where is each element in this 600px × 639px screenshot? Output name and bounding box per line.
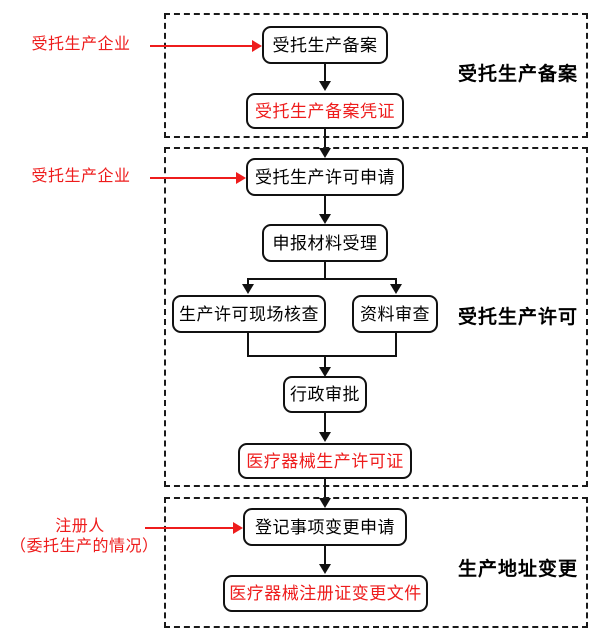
connector-n7-n8-arrowhead	[319, 432, 331, 442]
actor-2-arrowhead	[236, 172, 246, 184]
node-registration-change-document[interactable]: 医疗器械注册证变更文件	[223, 575, 428, 612]
connector-split-right-drop	[395, 278, 397, 286]
connector-n3-n4-arrowhead	[319, 214, 331, 224]
actor-1-arrow-line	[150, 45, 254, 47]
connector-n2-n3-arrowhead	[319, 148, 331, 158]
connector-merge-right-drop	[395, 333, 397, 356]
actor-3-line1: 注册人	[55, 518, 105, 535]
node-material-acceptance[interactable]: 申报材料受理	[262, 224, 388, 262]
connector-merge-arrowhead	[319, 367, 331, 377]
connector-split-right-arrowhead	[390, 284, 402, 294]
connector-split-bar	[247, 278, 395, 280]
section-title-license: 受托生产许可	[457, 306, 578, 328]
connector-merge-left-drop	[247, 333, 249, 356]
connector-n8-n9-arrowhead	[319, 498, 331, 508]
connector-n9-n10	[324, 546, 326, 566]
connector-n7-n8	[324, 413, 326, 434]
connector-merge-stem	[324, 355, 326, 369]
connector-n8-n9	[324, 479, 326, 501]
connector-n3-n4	[324, 196, 326, 216]
node-document-review[interactable]: 资料审查	[352, 295, 438, 333]
connector-split-left-drop	[247, 278, 249, 286]
actor-1-line1: 受托生产企业	[31, 36, 131, 53]
connector-split-left-arrowhead	[242, 284, 254, 294]
node-administrative-approval[interactable]: 行政审批	[283, 376, 367, 413]
connector-n4-split-stem	[324, 262, 326, 279]
section-title-address-change: 生产地址变更	[457, 558, 578, 580]
actor-2-line1: 受托生产企业	[31, 168, 131, 185]
actor-3-line2: （委托生产的情况）	[10, 538, 159, 555]
connector-merge-bar	[247, 355, 397, 357]
actor-1-arrowhead	[252, 40, 262, 52]
section-license	[164, 147, 588, 487]
section-title-filing: 受托生产备案	[457, 63, 578, 85]
actor-label-2: 受托生产企业	[16, 167, 146, 187]
connector-n9-n10-arrowhead	[319, 564, 331, 574]
connector-n1-n2	[324, 64, 326, 82]
node-production-license[interactable]: 医疗器械生产许可证	[238, 443, 412, 479]
node-filing-certificate[interactable]: 受托生产备案凭证	[246, 93, 404, 129]
actor-2-arrow-line	[150, 177, 238, 179]
connector-n2-n3	[324, 129, 326, 150]
node-filing-application[interactable]: 受托生产备案	[262, 26, 388, 64]
actor-3-arrowhead	[233, 522, 243, 534]
connector-n1-n2-arrowhead	[319, 81, 331, 91]
section-filing	[164, 13, 588, 138]
actor-label-3: 注册人 （委托生产的情况）	[10, 517, 159, 557]
actor-3-arrow-line	[145, 527, 235, 529]
node-license-application[interactable]: 受托生产许可申请	[246, 158, 404, 196]
node-onsite-inspection[interactable]: 生产许可现场核查	[172, 295, 326, 333]
section-address-change	[164, 497, 588, 628]
actor-label-1: 受托生产企业	[16, 35, 146, 55]
node-registration-change-application[interactable]: 登记事项变更申请	[243, 508, 407, 546]
